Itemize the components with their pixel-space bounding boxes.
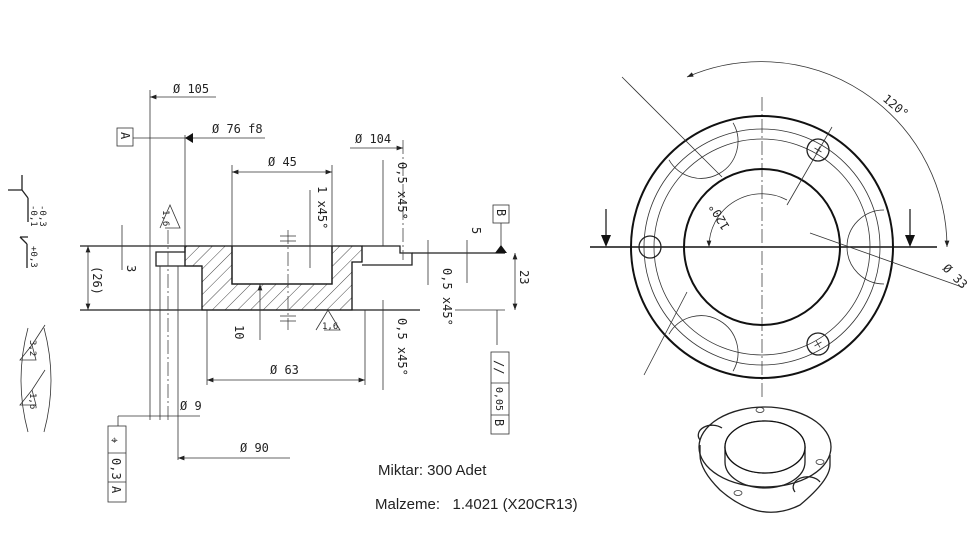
dim-d9: Ø 9 [180,399,202,413]
scallop [668,315,739,372]
flange-left [150,245,202,267]
plan-view: 120° 120° Ø 33 [590,61,970,397]
material-note: Malzeme: 1.4021 (X20CR13) [375,496,578,513]
position-symbol: ⌖ [111,433,118,447]
section-hatch [184,245,363,311]
datum-a-box [116,127,134,147]
dim-d104: Ø 104 [355,132,391,146]
quantity-note: Miktar: 300 Adet [378,462,487,479]
svg-text:+0,3: +0,3 [28,246,38,268]
dim-d63: Ø 63 [270,363,299,377]
datum-a-label: A [118,132,132,140]
svg-text:A: A [109,486,123,494]
svg-text:1,6: 1,6 [160,210,170,226]
position-tolerance-frame: ⌖ 0,3 A [107,416,127,503]
dim-h3: 3 [124,265,138,272]
svg-text:1,6: 1,6 [27,393,37,409]
dim-chamfer-1x45: 1 x45° [315,186,329,229]
svg-text:0,3: 0,3 [109,458,123,480]
dim-h26: (26) [90,266,104,295]
svg-text:1,6: 1,6 [322,322,338,332]
flange-right [362,245,413,266]
bolt-hole [638,235,662,259]
dim-h5: 5 [469,227,483,234]
roughness-legend: 3,2 1,6 [19,324,52,433]
dim-d33: Ø 33 [940,261,970,291]
bolt-hole [806,138,830,162]
roughness-symbol-top: 1,6 [159,203,181,229]
roughness-symbol-bottom: 1,6 [315,309,341,332]
svg-text:B: B [492,419,506,426]
angle-outer-label: 120° [880,92,911,121]
datum-b-label: B [494,209,508,216]
svg-text:-0,3: -0,3 [37,205,47,227]
dim-chamfer-mid: 0,5 x45° [440,268,454,326]
dim-d105: Ø 105 [173,82,209,96]
dim-h23: 23 [517,270,531,284]
tolerance-legend: -0,1 -0,3 +0,3 [8,175,47,268]
isometric-view [697,406,832,513]
dim-h10: 10 [232,325,246,339]
scallop [668,122,739,179]
svg-text:0,05: 0,05 [493,387,504,411]
parallelism-tolerance-frame: // 0,05 B [490,351,510,435]
svg-text:3,2: 3,2 [27,340,37,356]
parallel-symbol: // [492,360,506,374]
dim-d76: Ø 76 f8 [212,122,263,136]
svg-text:-0,1: -0,1 [28,205,38,227]
dim-chamfer-top: 0,5 x45° [395,162,409,220]
center-bore [231,245,333,285]
dim-chamfer-bottom: 0,5 x45° [395,318,409,376]
bolt-hole [806,332,830,356]
dim-d90: Ø 90 [240,441,269,455]
section-view: Ø 105 Ø 76 f8 Ø 104 Ø 45 1 x45° 0,5 x45°… [80,82,531,503]
dim-d45: Ø 45 [268,155,297,169]
